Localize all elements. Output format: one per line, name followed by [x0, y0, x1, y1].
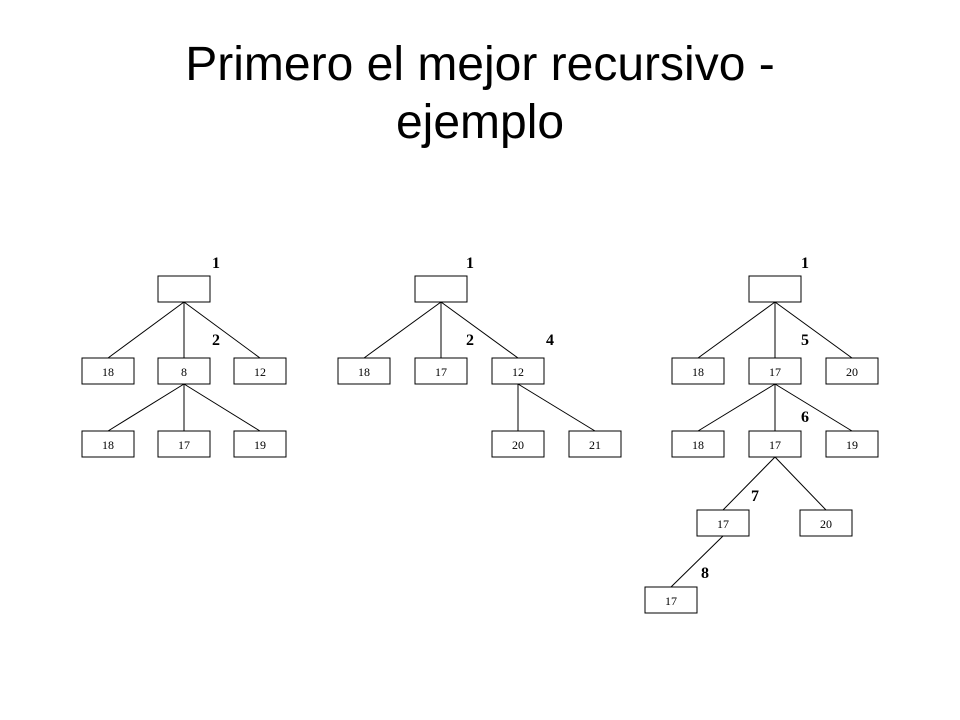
node-value: 18	[102, 438, 114, 452]
node-box	[414, 357, 468, 385]
tree-node: 19	[233, 430, 287, 458]
tree-node: 17	[414, 357, 468, 385]
tree-edge	[363, 301, 442, 359]
tree-edge	[774, 383, 853, 432]
tree-node	[748, 275, 802, 303]
node-value: 19	[846, 438, 858, 452]
tree-edge	[774, 301, 853, 359]
tree-edge	[107, 383, 185, 432]
node-box	[157, 430, 211, 458]
tree-edge	[107, 301, 185, 359]
node-value: 20	[820, 517, 832, 531]
tree-node: 20	[799, 509, 853, 537]
node-value: 17	[717, 517, 729, 531]
node-box	[157, 275, 211, 303]
node-box	[568, 430, 622, 458]
tree-node: 17	[696, 509, 750, 537]
node-box	[233, 430, 287, 458]
tree-node: 17	[748, 430, 802, 458]
tree-node	[414, 275, 468, 303]
tree-node: 20	[491, 430, 545, 458]
slide-title-line-1: Primero el mejor recursivo -	[185, 38, 775, 91]
step-number: 2	[466, 332, 474, 349]
step-number: 2	[212, 332, 220, 349]
tree-edge	[517, 383, 596, 432]
step-number: 4	[546, 332, 554, 349]
tree-node: 20	[825, 357, 879, 385]
tree-node: 18	[337, 357, 391, 385]
step-number: 1	[466, 255, 474, 272]
node-box	[799, 509, 853, 537]
node-box	[81, 357, 135, 385]
tree-edge	[774, 456, 827, 511]
node-value: 18	[692, 438, 704, 452]
node-box	[748, 430, 802, 458]
tree-node: 18	[81, 430, 135, 458]
node-value: 8	[181, 365, 187, 379]
node-value: 18	[358, 365, 370, 379]
tree-edge	[670, 535, 724, 588]
step-number: 8	[701, 565, 709, 582]
step-number: 1	[801, 255, 809, 272]
node-value: 12	[254, 365, 266, 379]
node-box	[157, 357, 211, 385]
tree-edge	[697, 301, 776, 359]
tree-edge	[722, 456, 776, 511]
step-number: 7	[751, 488, 759, 505]
node-value: 20	[846, 365, 858, 379]
node-value: 19	[254, 438, 266, 452]
node-box	[748, 357, 802, 385]
tree-edge	[697, 383, 776, 432]
tree-node: 12	[491, 357, 545, 385]
node-value: 20	[512, 438, 524, 452]
node-box	[491, 430, 545, 458]
node-value: 17	[769, 438, 781, 452]
tree-edge	[183, 301, 261, 359]
slide-title-line-2: ejemplo	[395, 96, 565, 149]
tree-node: 18	[671, 430, 725, 458]
slide-title: Primero el mejor recursivo - ejemplo	[0, 36, 960, 152]
step-number: 1	[212, 255, 220, 272]
node-box	[825, 357, 879, 385]
tree-node	[157, 275, 211, 303]
tree-3: 18 17 20 18 17 19 17 20 17 1 5 6 7 8	[644, 255, 879, 614]
node-value: 17	[665, 594, 677, 608]
tree-node: 17	[748, 357, 802, 385]
node-value: 17	[178, 438, 190, 452]
tree-node: 18	[81, 357, 135, 385]
step-number: 5	[801, 332, 809, 349]
node-box	[81, 430, 135, 458]
node-box	[748, 275, 802, 303]
node-value: 21	[589, 438, 601, 452]
tree-node: 19	[825, 430, 879, 458]
tree-node: 12	[233, 357, 287, 385]
node-box	[671, 357, 725, 385]
node-box	[491, 357, 545, 385]
tree-node: 17	[644, 586, 698, 614]
tree-node: 17	[157, 430, 211, 458]
tree-node: 18	[671, 357, 725, 385]
step-number: 6	[801, 409, 809, 426]
tree-node: 8	[157, 357, 211, 385]
node-box	[825, 430, 879, 458]
tree-edge	[440, 301, 519, 359]
node-box	[414, 275, 468, 303]
node-value: 12	[512, 365, 524, 379]
node-box	[233, 357, 287, 385]
node-box	[671, 430, 725, 458]
tree-edge	[183, 383, 261, 432]
node-value: 18	[692, 365, 704, 379]
node-box	[337, 357, 391, 385]
node-value: 17	[435, 365, 447, 379]
node-box	[696, 509, 750, 537]
node-value: 18	[102, 365, 114, 379]
node-value: 17	[769, 365, 781, 379]
tree-node: 21	[568, 430, 622, 458]
node-box	[644, 586, 698, 614]
